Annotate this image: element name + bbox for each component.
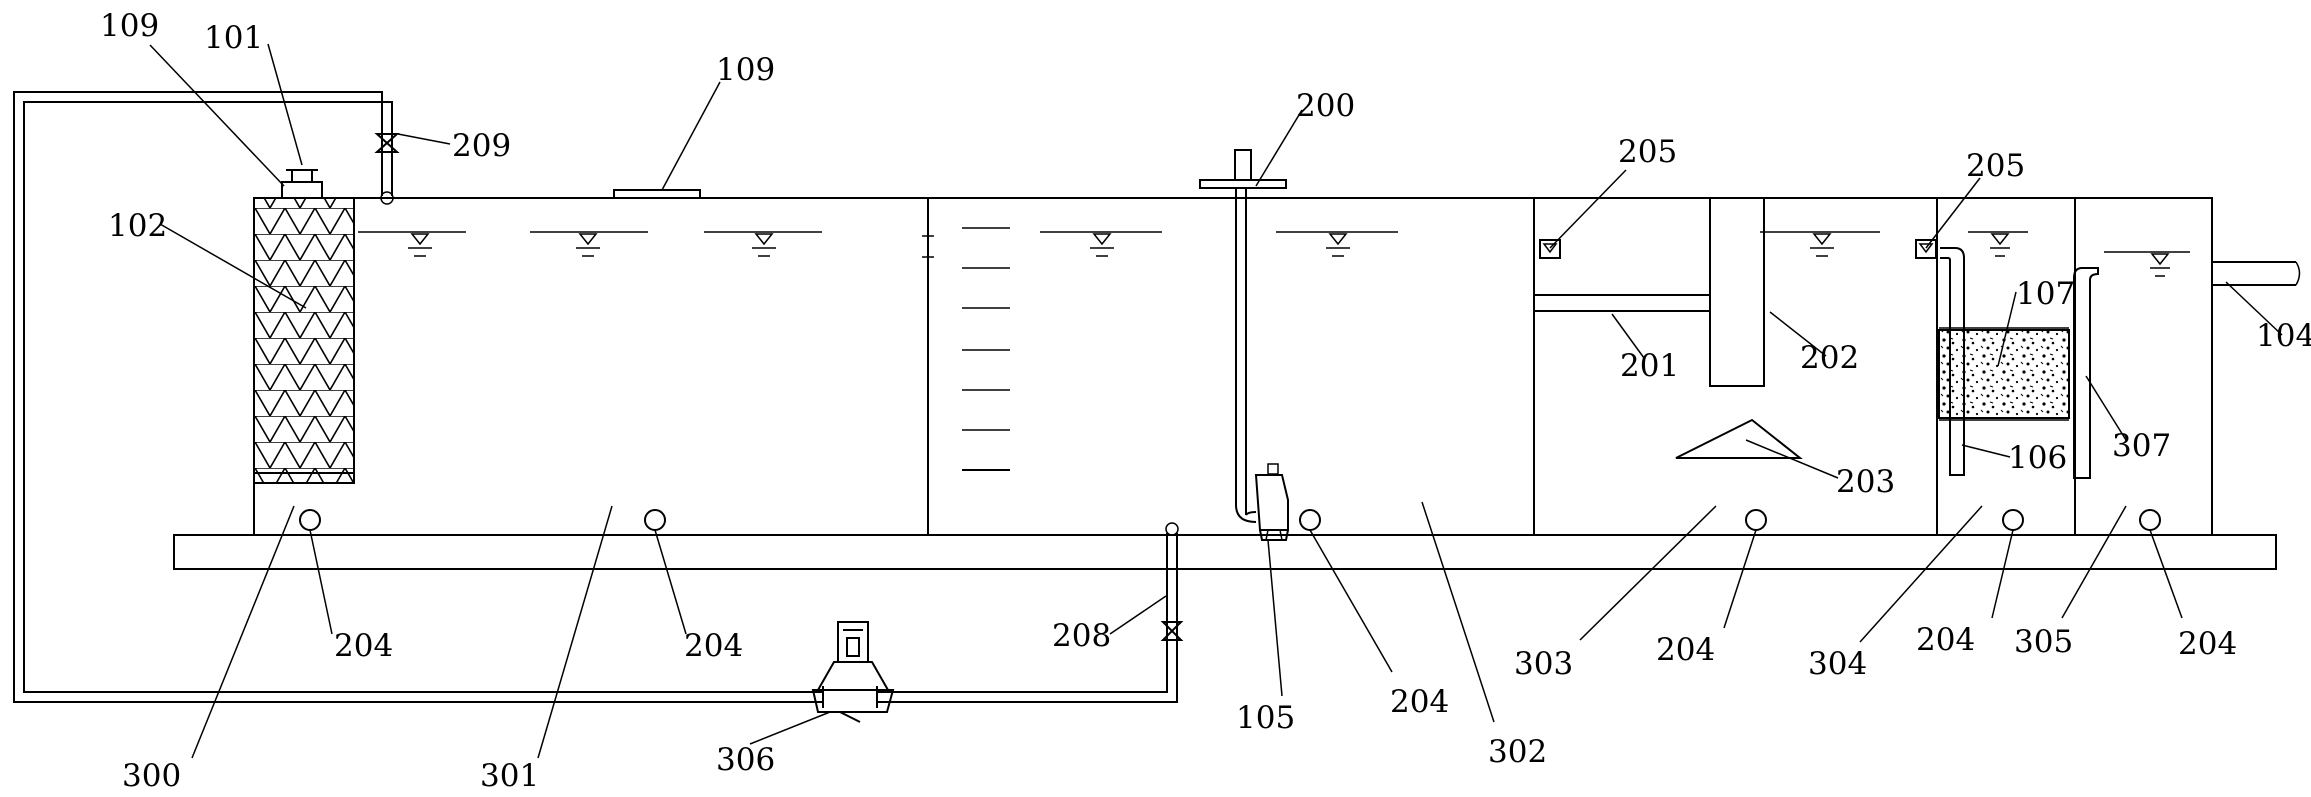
weir-201 [1534, 294, 1710, 312]
level-gauge [922, 227, 1010, 471]
inlet-pipe-304 [1940, 247, 1965, 476]
label-202: 202 [1800, 340, 1859, 376]
packing-media-102 [253, 197, 355, 484]
tank-body [253, 197, 2213, 536]
label-204a: 204 [334, 628, 393, 664]
transfer-pipe-305 [2073, 267, 2099, 479]
label-102: 102 [108, 208, 167, 244]
label-203: 203 [1836, 464, 1895, 500]
label-303: 303 [1514, 646, 1573, 682]
outlet-pipe-104 [2212, 261, 2301, 286]
label-105: 105 [1236, 700, 1295, 736]
bottom-ports [299, 509, 2161, 531]
level-sensor-205b [1915, 239, 1937, 259]
label-201: 201 [1620, 348, 1679, 384]
filter-media-107 [1938, 329, 2070, 419]
valve-209 [374, 133, 400, 205]
label-301: 301 [480, 758, 539, 794]
label-101: 101 [204, 20, 263, 56]
label-109a: 109 [100, 8, 159, 44]
label-209: 209 [452, 128, 511, 164]
label-104: 104 [2256, 318, 2311, 354]
label-205a: 205 [1618, 134, 1677, 170]
label-204f: 204 [2178, 626, 2237, 662]
label-304: 304 [1808, 646, 1867, 682]
label-204b: 204 [684, 628, 743, 664]
label-208: 208 [1052, 618, 1111, 654]
label-200: 200 [1296, 88, 1355, 124]
label-305: 305 [2014, 624, 2073, 660]
label-306: 306 [716, 742, 775, 778]
valve-208 [1160, 522, 1184, 641]
return-pipe [13, 91, 823, 703]
label-204c: 204 [1390, 684, 1449, 720]
cone-203 [1675, 418, 1803, 459]
label-204e: 204 [1916, 622, 1975, 658]
inlet-plate-109 [613, 189, 701, 199]
pump-306 [811, 621, 895, 723]
label-300: 300 [122, 758, 181, 794]
label-307: 307 [2112, 428, 2171, 464]
level-sensor-205a [1539, 239, 1561, 259]
base-platform [173, 534, 2277, 570]
baffle-202 [1709, 197, 1765, 387]
label-302: 302 [1488, 734, 1547, 770]
label-109b: 109 [716, 52, 775, 88]
top-fitting-101 [281, 169, 323, 199]
leader-lines [149, 43, 2283, 759]
label-106: 106 [2008, 440, 2067, 476]
label-204d: 204 [1656, 632, 1715, 668]
water-levels [358, 231, 2190, 277]
reference-labels: 109 101 109 209 102 200 205 205 107 104 … [100, 8, 2311, 794]
pump-200 [1199, 149, 1289, 541]
label-205b: 205 [1966, 148, 2025, 184]
label-107: 107 [2016, 276, 2075, 312]
